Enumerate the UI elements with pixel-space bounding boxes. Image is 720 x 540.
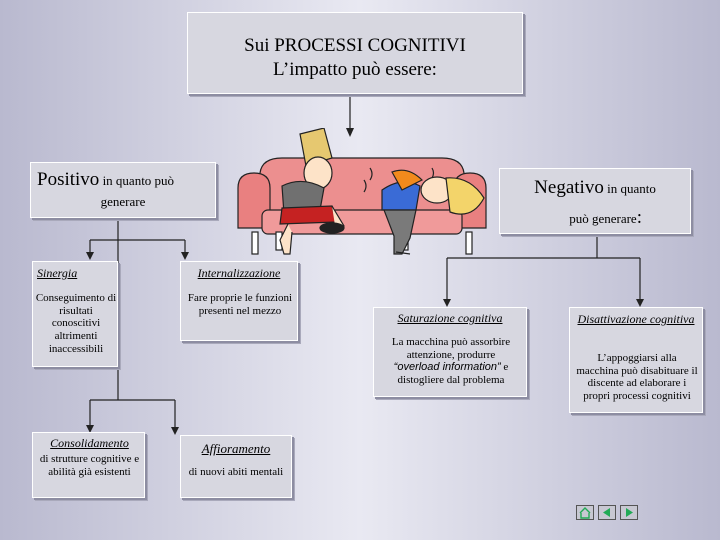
sinergia-title: Sinergia bbox=[37, 266, 78, 280]
affioramento-title: Affioramento bbox=[201, 441, 271, 456]
next-slide-icon bbox=[626, 508, 633, 517]
sinergia-box: Sinergia Conseguimento di risultati cono… bbox=[32, 261, 118, 367]
sinergia-text: Conseguimento di risultati conoscitivi a… bbox=[35, 292, 117, 355]
saturazione-text1: La macchina può assorbire attenzione, pr… bbox=[391, 336, 511, 361]
affioramento-text: di nuovi abiti mentali bbox=[188, 466, 284, 478]
couch-illustration bbox=[237, 128, 487, 255]
home-icon bbox=[579, 507, 591, 519]
saturazione-text: La macchina può assorbire attenzione, pr… bbox=[378, 336, 524, 387]
negative-label: Negativo in quanto bbox=[500, 177, 690, 199]
arrow-head bbox=[636, 299, 644, 307]
arrow-head bbox=[86, 425, 94, 433]
saturazione-quote: “overload information” bbox=[393, 361, 501, 374]
positive-box: Positivo in quanto può generare bbox=[30, 162, 216, 218]
internalizzazione-title: Internalizzazione bbox=[197, 266, 281, 280]
negative-box: Negativo in quanto può generare: bbox=[499, 168, 691, 234]
hair bbox=[445, 177, 485, 215]
positive-rest2: generare bbox=[100, 194, 146, 209]
title-box: Sui PROCESSI COGNITIVI L’impatto può ess… bbox=[187, 12, 523, 94]
positive-word: Positivo bbox=[37, 169, 100, 190]
affioramento-box: Affioramento di nuovi abiti mentali bbox=[180, 435, 292, 498]
positive-label: Positivo in quanto può bbox=[37, 169, 213, 191]
prev-slide-icon bbox=[603, 508, 610, 517]
title-line1: Sui PROCESSI COGNITIVI bbox=[244, 35, 466, 56]
arrow-head bbox=[86, 252, 94, 260]
consolidamento-box: Consolidamento di strutture cognitive e … bbox=[32, 432, 145, 498]
negative-word: Negativo bbox=[534, 177, 604, 198]
arrow-head bbox=[443, 299, 451, 307]
internalizzazione-box: Internalizzazione Fare proprie le funzio… bbox=[180, 261, 298, 341]
disattivazione-text: L’appoggiarsi alla macchina può disabitu… bbox=[576, 352, 698, 402]
arrow-head bbox=[346, 128, 354, 137]
saturazione-text2: e distogliere dal problema bbox=[397, 361, 509, 386]
arrow-head bbox=[171, 427, 179, 435]
negative-colon: : bbox=[636, 207, 642, 228]
negative-rest2: può generare bbox=[569, 211, 637, 226]
next-slide-button[interactable] bbox=[620, 505, 638, 520]
negative-rest: in quanto bbox=[603, 181, 656, 196]
saturazione-title: Saturazione cognitiva bbox=[397, 311, 503, 325]
disattivazione-box: Disattivazione cognitiva L’appoggiarsi a… bbox=[569, 307, 703, 413]
arrow-head bbox=[181, 252, 189, 260]
prev-slide-button[interactable] bbox=[598, 505, 616, 520]
consolidamento-title: Consolidamento bbox=[50, 436, 129, 450]
home-button[interactable] bbox=[576, 505, 594, 520]
disattivazione-title: Disattivazione cognitiva bbox=[577, 312, 695, 326]
positive-rest: in quanto può bbox=[99, 173, 175, 188]
title-line2: L’impatto può essere: bbox=[273, 59, 437, 80]
saturazione-box: Saturazione cognitiva La macchina può as… bbox=[373, 307, 527, 397]
internalizzazione-text: Fare proprie le funzioni presenti nel me… bbox=[187, 292, 293, 317]
hair bbox=[299, 128, 333, 167]
consolidamento-text: di strutture cognitive e abilità già esi… bbox=[39, 453, 140, 478]
negative-label2: può generare: bbox=[500, 207, 690, 229]
